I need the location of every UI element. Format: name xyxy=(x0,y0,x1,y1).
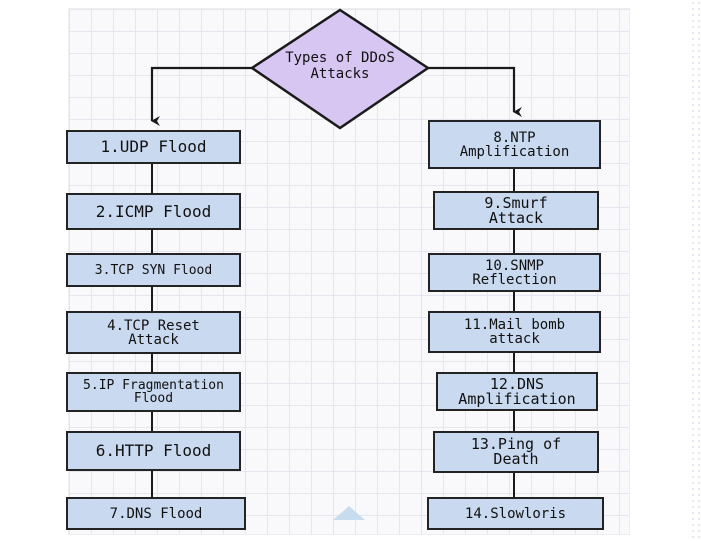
scroll-up-indicator[interactable] xyxy=(333,506,365,520)
node-dns-flood: 7.DNS Flood xyxy=(66,497,246,530)
node-mail-bomb-attack: 11.Mail bomb attack xyxy=(428,311,601,353)
node-ntp-amplification: 8.NTP Amplification xyxy=(428,120,601,169)
root-node-label: Types of DDoS Attacks xyxy=(285,50,395,83)
node-http-flood: 6.HTTP Flood xyxy=(66,431,241,471)
side-panel-edge xyxy=(690,0,701,541)
node-icmp-flood: 2.ICMP Flood xyxy=(66,193,241,230)
connector-root-to-left xyxy=(150,66,256,126)
connector-root-to-right xyxy=(424,66,522,117)
root-diamond xyxy=(249,8,431,130)
node-snmp-reflection: 10.SNMP Reflection xyxy=(428,253,601,292)
node-tcp-syn-flood: 3.TCP SYN Flood xyxy=(66,253,241,287)
node-smurf-attack: 9.Smurf Attack xyxy=(433,191,599,230)
node-tcp-reset-attack: 4.TCP Reset Attack xyxy=(66,311,241,354)
node-slowloris: 14.Slowloris xyxy=(427,497,604,530)
node-ip-fragmentation-flood: 5.IP Fragmentation Flood xyxy=(66,372,241,412)
node-udp-flood: 1.UDP Flood xyxy=(66,130,241,164)
node-ping-of-death: 13.Ping of Death xyxy=(433,431,599,473)
node-dns-amplification: 12.DNS Amplification xyxy=(436,372,598,411)
